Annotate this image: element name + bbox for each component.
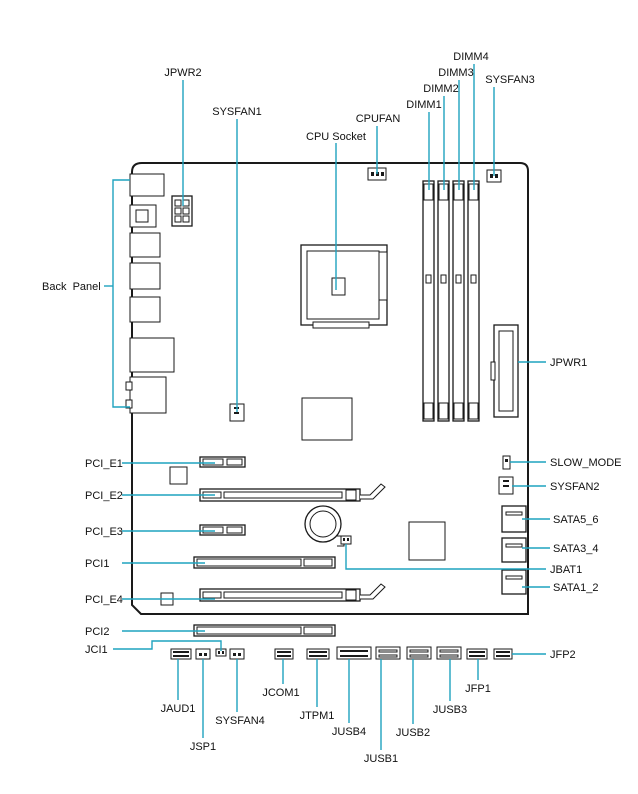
label-cpufan: CPUFAN <box>356 113 401 125</box>
label-jfp1: JFP1 <box>465 683 491 695</box>
label-sysfan1: SYSFAN1 <box>212 106 262 118</box>
cmos-battery <box>304 505 345 547</box>
slow-mode-jumper <box>502 455 511 470</box>
sysfan4-header <box>229 648 245 660</box>
dimm4-slot <box>467 180 480 422</box>
label-slow-mode: SLOW_MODE <box>550 457 622 469</box>
label-dimm4: DIMM4 <box>453 51 488 63</box>
jusb1-header <box>375 646 401 660</box>
label-jpwr2: JPWR2 <box>164 67 201 79</box>
io-chip <box>169 466 188 485</box>
label-jusb4: JUSB4 <box>332 726 366 738</box>
label-sysfan3: SYSFAN3 <box>485 74 535 86</box>
dimm1-slot <box>422 180 435 422</box>
label-jusb2: JUSB2 <box>396 727 430 739</box>
southbridge-chip <box>408 521 446 561</box>
jusb3-header <box>436 646 462 660</box>
component-labels: JPWR2 SYSFAN1 CPUFAN CPU Socket DIMM4 DI… <box>42 51 622 765</box>
label-jtpm1: JTPM1 <box>300 710 335 722</box>
label-dimm1: DIMM1 <box>406 99 441 111</box>
label-jusb3: JUSB3 <box>433 704 467 716</box>
back-panel-connectors <box>125 173 175 414</box>
label-jbat1: JBAT1 <box>550 564 582 576</box>
jfp2-header <box>493 648 513 660</box>
label-jfp2: JFP2 <box>550 649 576 661</box>
pci-e3-slot <box>199 524 246 536</box>
jusb2-header <box>406 646 432 660</box>
sysfan2-header <box>498 476 514 495</box>
label-back-panel: Back Panel <box>42 281 101 293</box>
label-jpwr1: JPWR1 <box>550 357 587 369</box>
jtpm1-header <box>306 648 330 660</box>
label-pci-e2: PCI_E2 <box>85 490 123 502</box>
jcom1-header <box>274 648 294 660</box>
pci1-slot <box>193 556 336 569</box>
label-pci-e1: PCI_E1 <box>85 458 123 470</box>
dimm3-slot <box>452 180 465 422</box>
label-jci1: JCI1 <box>85 644 108 656</box>
label-pci1: PCI1 <box>85 558 109 570</box>
jusb4-header <box>336 646 372 660</box>
jbat1-jumper <box>340 535 352 545</box>
label-pci-e4: PCI_E4 <box>85 594 123 606</box>
label-sata5-6: SATA5_6 <box>553 514 598 526</box>
jsp1-header <box>195 648 211 660</box>
label-pci-e3: PCI_E3 <box>85 526 123 538</box>
label-jsp1: JSP1 <box>190 741 216 753</box>
pci2-slot <box>193 624 336 637</box>
leader-lines <box>104 64 550 750</box>
label-sysfan4: SYSFAN4 <box>215 715 265 727</box>
cpu-socket <box>300 244 388 329</box>
label-dimm2: DIMM2 <box>423 83 458 95</box>
dimm2-slot <box>437 180 450 422</box>
label-pci2: PCI2 <box>85 626 109 638</box>
jpwr1-connector <box>490 324 519 418</box>
label-sata1-2: SATA1_2 <box>553 582 598 594</box>
pci-e1-slot <box>199 456 246 468</box>
label-jusb1: JUSB1 <box>364 753 398 765</box>
label-sysfan2: SYSFAN2 <box>550 481 600 493</box>
label-sata3-4: SATA3_4 <box>553 543 598 555</box>
jaud1-header <box>170 648 192 660</box>
label-jcom1: JCOM1 <box>262 687 299 699</box>
jfp1-header <box>466 648 488 660</box>
jpwr2-connector <box>171 195 193 227</box>
label-cpu-socket: CPU Socket <box>306 131 366 143</box>
northbridge-chip <box>301 397 353 441</box>
label-jaud1: JAUD1 <box>161 703 196 715</box>
pci-e4-slot <box>199 583 386 602</box>
label-dimm3: DIMM3 <box>438 67 473 79</box>
dimm-slots <box>422 180 480 422</box>
